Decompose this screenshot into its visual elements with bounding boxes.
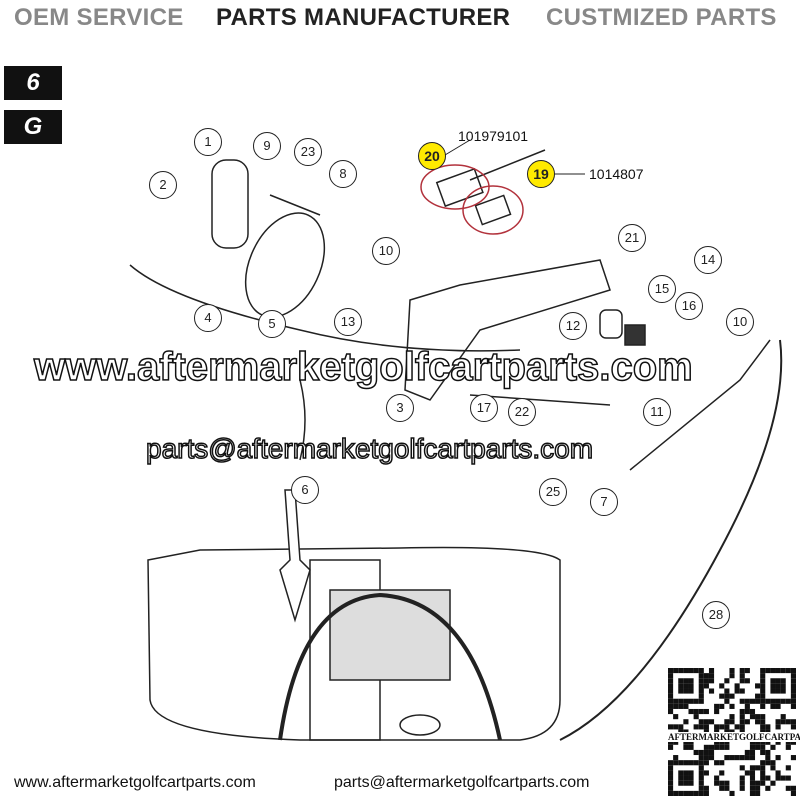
header-parts-manufacturer: PARTS MANUFACTURER (216, 4, 511, 31)
callout-1: 1 (194, 128, 222, 156)
callout-3: 3 (386, 394, 414, 422)
callout-15: 15 (648, 275, 676, 303)
footer-website: www.aftermarketgolfcartparts.com (14, 774, 256, 791)
callout-14: 14 (694, 246, 722, 274)
callout-21: 21 (618, 224, 646, 252)
qr-caption: AFTERMARKETGOLFCARTPARTS (668, 732, 800, 742)
callout-5: 5 (258, 310, 286, 338)
callout-6: 6 (291, 476, 319, 504)
callout-13: 13 (334, 308, 362, 336)
callout-10: 10 (372, 237, 400, 265)
badge-6: 6 (4, 66, 62, 100)
callout-23: 23 (294, 138, 322, 166)
callout-10: 10 (726, 308, 754, 336)
header-oem-service: OEM SERVICE (14, 4, 184, 31)
part-number-19: 1014807 (589, 166, 644, 182)
callout-22: 22 (508, 398, 536, 426)
badge-g: G (4, 110, 62, 144)
callout-2: 2 (149, 171, 177, 199)
callout-12: 12 (559, 312, 587, 340)
callout-17: 17 (470, 394, 498, 422)
watermark-website: www.aftermarketgolfcartparts.com (33, 344, 693, 390)
watermark-email: parts@aftermarketgolfcartparts.com (145, 432, 594, 464)
callout-8: 8 (329, 160, 357, 188)
callout-25: 25 (539, 478, 567, 506)
callout-19: 19 (527, 160, 555, 188)
callout-9: 9 (253, 132, 281, 160)
callout-20: 20 (418, 142, 446, 170)
callout-28: 28 (702, 601, 730, 629)
footer-email: parts@aftermarketgolfcartparts.com (334, 774, 590, 791)
callout-4: 4 (194, 304, 222, 332)
callout-7: 7 (590, 488, 618, 516)
callout-16: 16 (675, 292, 703, 320)
callout-11: 11 (643, 398, 671, 426)
part-number-20: 101979101 (458, 128, 529, 144)
header-customized-parts: CUSTMIZED PARTS (546, 4, 777, 31)
